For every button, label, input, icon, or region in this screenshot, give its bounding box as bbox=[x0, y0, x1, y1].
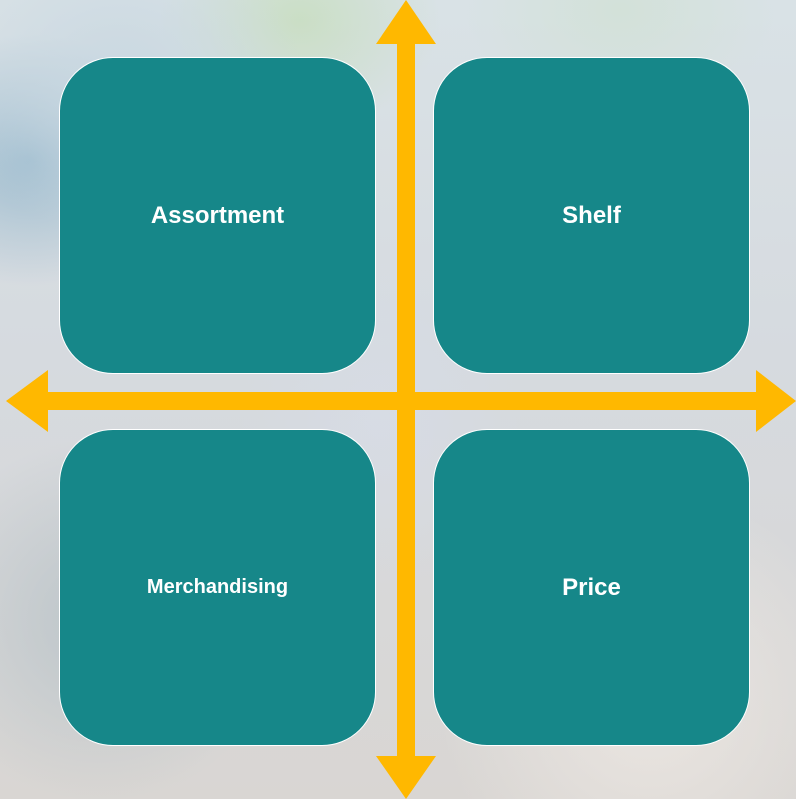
arrow-left-icon bbox=[6, 370, 48, 432]
arrow-down-icon bbox=[376, 756, 436, 799]
horizontal-axis-line bbox=[40, 392, 760, 410]
arrow-up-icon bbox=[376, 0, 436, 44]
quadrant-top-right-label: Shelf bbox=[562, 201, 621, 229]
quadrant-bottom-right: Price bbox=[433, 429, 750, 746]
quadrant-bottom-right-label: Price bbox=[562, 573, 621, 601]
quadrant-top-left: Assortment bbox=[59, 57, 376, 374]
quadrant-bottom-left-label: Merchandising bbox=[146, 576, 289, 598]
quadrant-top-left-label: Assortment bbox=[150, 201, 285, 229]
quadrant-top-right: Shelf bbox=[433, 57, 750, 374]
quadrant-bottom-left: Merchandising bbox=[59, 429, 376, 746]
arrow-right-icon bbox=[756, 370, 796, 432]
